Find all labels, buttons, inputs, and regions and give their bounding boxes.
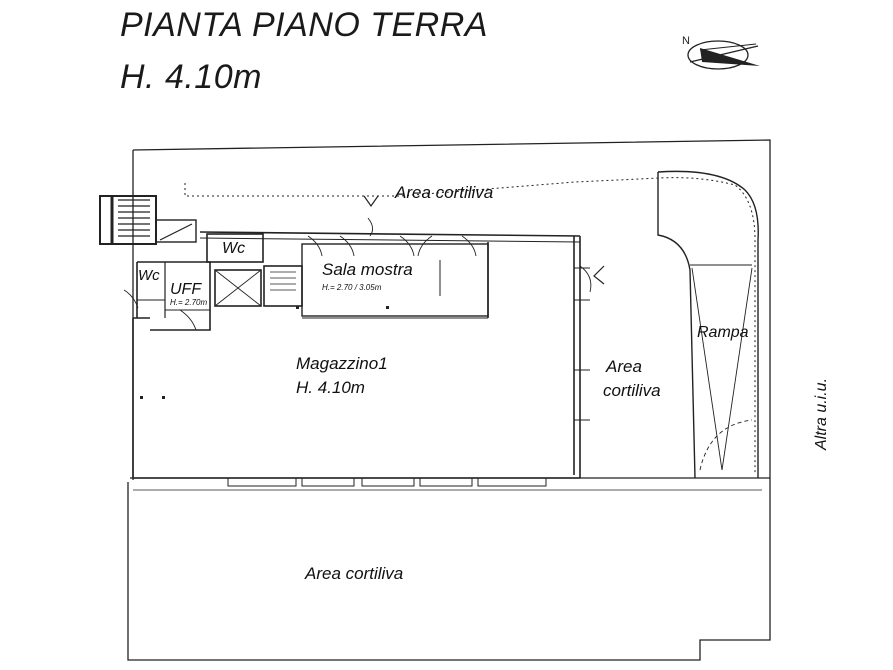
altra-uiu-label: Altra u.i.u. xyxy=(813,378,830,451)
wc-small-label: Wc xyxy=(138,267,160,284)
building-walls xyxy=(132,231,590,479)
north-letter: N xyxy=(682,35,690,47)
entry-arrow-icon xyxy=(363,195,605,285)
columns xyxy=(140,306,389,399)
north-arrow-icon: N xyxy=(682,35,760,70)
area-bottom-label: Area cortiliva xyxy=(304,564,403,583)
external-stairs xyxy=(99,195,197,245)
rampa-label: Rampa xyxy=(697,324,749,341)
plan-title: PIANTA PIANO TERRA xyxy=(120,6,488,44)
uff-height-label: H.= 2.70m xyxy=(170,298,207,307)
magazzino-height-label: H. 4.10m xyxy=(296,378,365,397)
sala-mostra-label: Sala mostra xyxy=(322,260,413,279)
uff-label: UFF xyxy=(170,281,202,298)
sala-height-label: H.= 2.70 / 3.05m xyxy=(322,283,382,292)
area-right-label-1: Area xyxy=(605,357,642,376)
window-marks xyxy=(227,369,590,487)
plan-height: H. 4.10m xyxy=(120,58,262,96)
ramp xyxy=(657,170,759,479)
door-swings xyxy=(123,217,592,331)
area-top-label: Area cortiliva xyxy=(394,183,493,202)
wc-main-label: Wc xyxy=(222,240,245,257)
magazzino-label: Magazzino1 xyxy=(296,354,388,373)
courtyard-dotted-line xyxy=(184,177,756,475)
lower-court-boundary xyxy=(127,478,771,661)
area-right-label-2: cortiliva xyxy=(603,381,661,400)
